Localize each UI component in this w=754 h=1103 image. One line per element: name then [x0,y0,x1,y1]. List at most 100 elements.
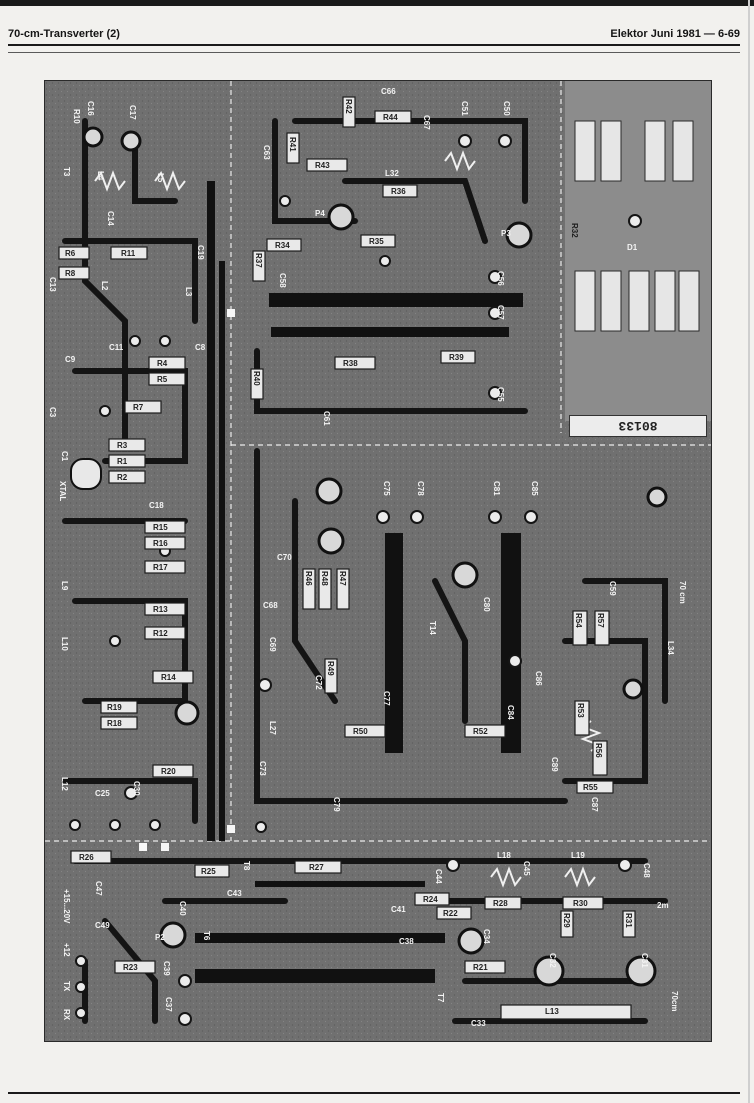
resistor-body [414,892,450,906]
resistor-body [114,960,156,974]
resistor-body [144,602,186,616]
resistor-body [382,184,418,198]
label-c87: C87 [590,797,599,812]
pcb-layout-photo: 80133 C16 C17 R10 T3 L4 L5 C14 R6 R11 C1… [44,80,712,1042]
label-c57: C57 [496,305,505,320]
label-r3: R3 [117,441,128,450]
label-c3: C3 [48,407,57,418]
label-t14: T14 [428,621,437,635]
label-c37: C37 [164,997,173,1012]
label-c61: C61 [322,411,331,426]
label-c66: C66 [381,87,396,96]
label-r26: R26 [79,853,94,862]
label-c25: C25 [95,789,110,798]
trimmer-capacitor [315,477,343,505]
label-r34: R34 [275,241,290,250]
supply-rail-left [219,261,225,841]
label-c13: C13 [48,277,57,292]
label-r5: R5 [157,375,168,384]
label-p3: P3 [501,229,511,238]
label-c18: C18 [149,501,164,510]
label-t8: T8 [242,861,251,871]
label-l32: L32 [385,169,399,178]
resistor-outline [644,120,666,182]
ground-bar [385,533,403,753]
solder-pad [458,134,472,148]
label-c48: C48 [642,863,651,878]
solder-pad [149,819,161,831]
label-r35: R35 [369,237,384,246]
solder-pad [628,214,642,228]
label-l19: L19 [571,851,585,860]
label-l5: L5 [156,173,165,183]
ground-strip-bottom [195,969,435,983]
label-r42: R42 [344,99,353,114]
trimmer-capacitor [505,221,533,249]
label-r25: R25 [201,867,216,876]
resistor-body [148,356,186,370]
label-r11: R11 [121,249,136,258]
label-plus12: +12 [62,943,71,957]
label-l4: L4 [96,171,105,181]
label-r50: R50 [353,727,368,736]
label-c69: C69 [268,637,277,652]
label-70cm-output: 70cm [670,991,679,1012]
label-c59: C59 [608,581,617,596]
coil-inductor [564,866,596,888]
crystal-package [70,458,102,490]
label-r16: R16 [153,539,168,548]
label-r46: R46 [304,571,313,586]
label-c8: C8 [195,343,206,352]
label-c9: C9 [65,355,76,364]
resistor-body [124,400,162,414]
resistor-body [334,356,376,370]
label-l2: L2 [100,281,109,291]
resistor-body [342,96,356,128]
label-r52: R52 [473,727,488,736]
trimmer-capacitor [174,700,200,726]
coil-inductor [154,170,186,192]
label-l12: L12 [60,777,69,791]
resistor-body [562,896,604,910]
resistor-body [294,860,342,874]
resistor-body [440,350,476,364]
solder-pad [69,819,81,831]
label-c70: C70 [277,553,292,562]
label-c81: C81 [492,481,501,496]
resistor-body [594,610,610,646]
label-c11: C11 [109,343,124,352]
label-c89: C89 [550,757,559,772]
trace [102,918,158,1024]
label-c19: C19 [196,245,205,260]
label-c44: C44 [434,869,443,884]
solder-pad [488,270,502,284]
resistor-body [318,568,332,610]
label-r8: R8 [65,269,76,278]
label-r48: R48 [320,571,329,586]
label-r37: R37 [254,253,263,268]
label-r24: R24 [423,895,438,904]
trimmer-capacitor [625,955,657,987]
resistor-body [592,740,608,776]
label-rx: RX [62,1009,71,1021]
label-r7: R7 [133,403,144,412]
label-r12: R12 [153,629,168,638]
label-r2: R2 [117,473,128,482]
resistor-body [194,864,230,878]
label-r19: R19 [107,703,122,712]
label-c72: C72 [314,675,323,690]
trimmer-capacitor [533,955,565,987]
ground-bar [501,533,521,753]
label-l27: L27 [268,721,277,735]
label-c67: C67 [422,115,431,130]
label-r31: R31 [624,913,633,928]
trimmer-capacitor [457,927,485,955]
trace [342,178,488,244]
label-r23: R23 [123,963,138,972]
trimmer-capacitor [159,921,187,949]
label-r10: R10 [72,109,81,124]
label-c56: C56 [496,271,505,286]
solder-pad [109,635,121,647]
page-edge-shadow [748,0,750,1103]
label-c84: C84 [506,705,515,720]
